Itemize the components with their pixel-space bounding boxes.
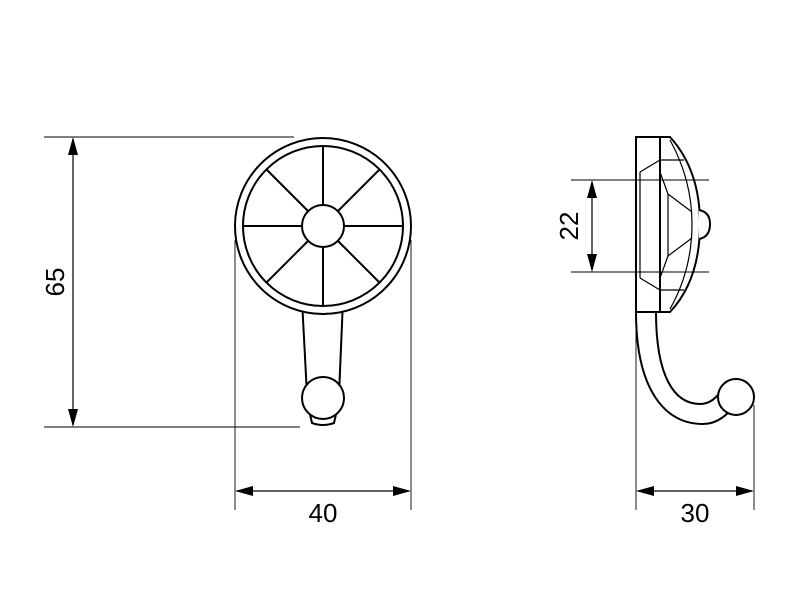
height-arrow-top [68,137,78,155]
spacing-label: 22 [554,212,584,241]
depth-arrow-right [736,486,754,496]
side-hook-outer [635,311,737,426]
spacing-arrow-top [587,180,597,198]
width-arrow-left [235,486,253,496]
front-rosette-spokes [243,146,403,306]
width-dimension [234,240,412,510]
front-view [234,137,412,426]
side-ball-knob [717,378,755,416]
side-dome-inner [669,139,693,310]
side-view [635,136,755,426]
depth-arrow-left [636,486,654,496]
front-ball-knob [301,376,345,420]
side-facets [639,159,693,291]
height-dimension [44,136,300,428]
width-label: 40 [309,498,338,528]
depth-dimension [635,312,755,510]
height-label: 65 [40,268,70,297]
front-center-boss [301,204,345,248]
side-center-nub [698,209,712,240]
side-dome-outer [660,136,702,313]
spacing-arrow-bottom [587,254,597,272]
side-hook-inner [655,311,723,406]
width-arrow-right [393,486,411,496]
spacing-dimension [571,179,709,273]
height-arrow-bottom [68,409,78,427]
depth-label: 30 [681,498,710,528]
